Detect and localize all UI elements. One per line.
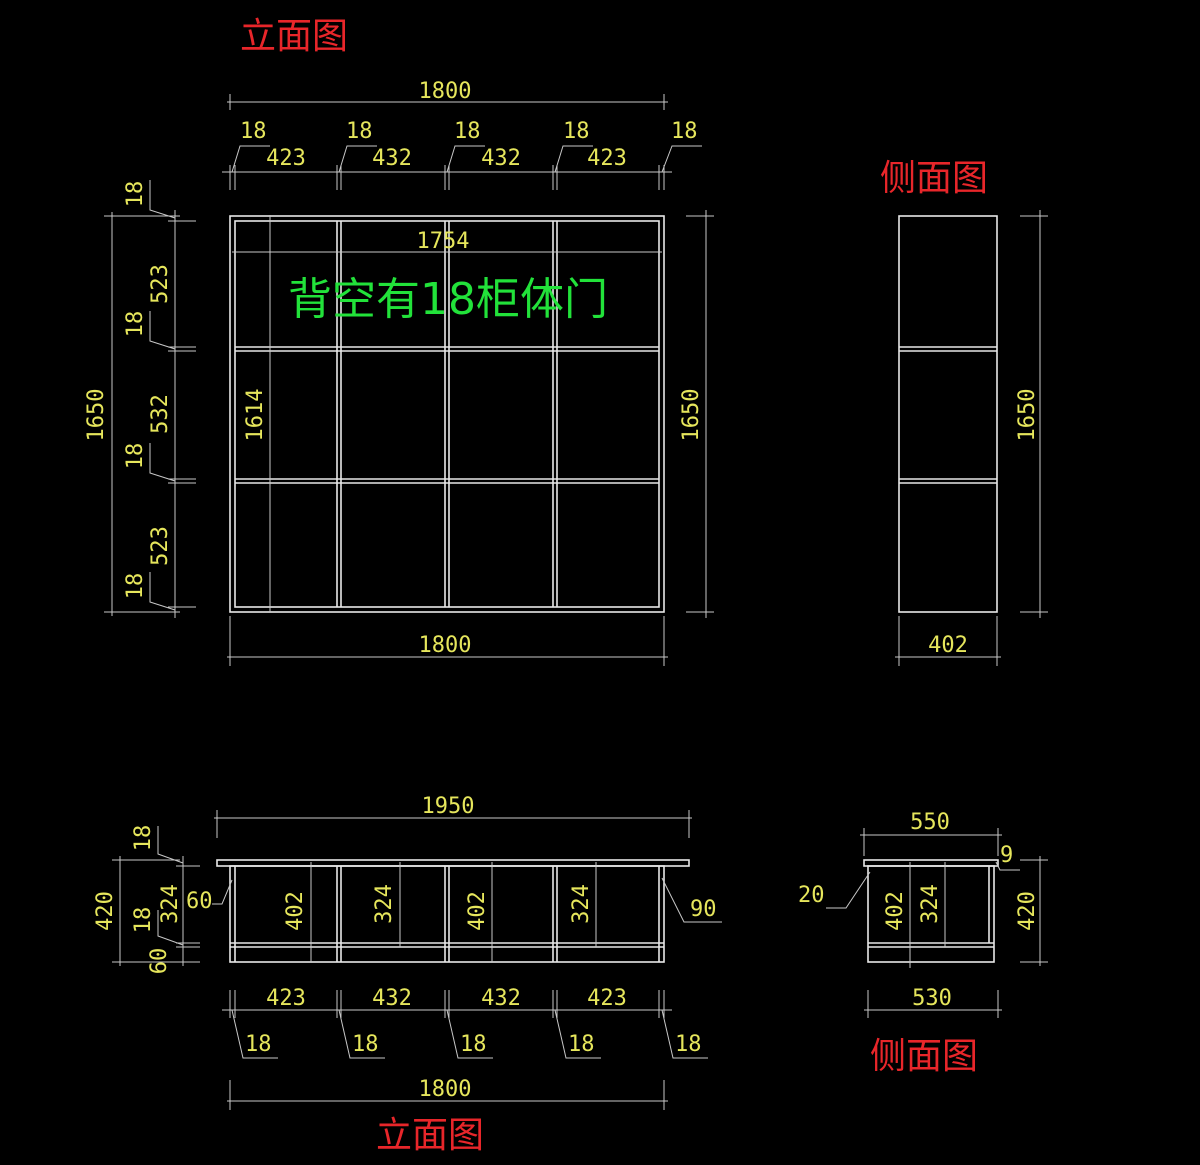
dim-left-7: 18 xyxy=(123,573,148,600)
front-view-title-top: 立面图 xyxy=(240,16,348,57)
dim-bay-top-4: 423 xyxy=(587,146,627,171)
dim-left-6: 523 xyxy=(148,526,173,566)
design-note: 背空有18柜体门 xyxy=(288,274,608,325)
dim-bay-top-1: 423 xyxy=(266,146,306,171)
upper-outer-frame xyxy=(229,215,665,613)
dim-lower-overall-height: 420 xyxy=(93,891,118,931)
dim-lower-bay-width-2: 432 xyxy=(372,986,412,1011)
dim-bay-top-3: 432 xyxy=(481,146,521,171)
dim-left-3: 18 xyxy=(123,311,148,338)
dim-board-top-1: 18 xyxy=(240,119,267,144)
dim-left-2: 523 xyxy=(148,264,173,304)
dim-lower-board-2: 18 xyxy=(352,1032,379,1057)
dim-lower-inner-height: 324 xyxy=(158,884,183,924)
upper-cabinet-front: 1800 18 18 18 18 18 423 432 432 423 1754… xyxy=(84,79,714,666)
dim-lower-side-overall-height: 420 xyxy=(1015,891,1040,931)
dim-left-5: 18 xyxy=(123,443,148,470)
dim-lower-recess-right: 90 xyxy=(690,897,717,922)
dim-lower-bay-height-4: 324 xyxy=(569,884,594,924)
upper-inner-frame xyxy=(234,220,660,608)
dim-lower-top-thickness: 18 xyxy=(131,825,156,852)
dim-lower-bottom-width: 1800 xyxy=(419,1077,472,1102)
dim-lower-bay-height-2: 324 xyxy=(372,884,397,924)
dim-lower-side-top-width: 550 xyxy=(910,810,950,835)
dim-board-top-4: 18 xyxy=(563,119,590,144)
dim-lower-side-front-offset: 20 xyxy=(798,883,825,908)
dim-board-top-5: 18 xyxy=(671,119,698,144)
side-view-title-top: 侧面图 xyxy=(880,158,988,199)
dim-side-height: 1650 xyxy=(1015,389,1040,442)
dim-overall-height-right: 1650 xyxy=(679,389,704,442)
lower-side-top xyxy=(863,859,999,867)
dim-left-4: 532 xyxy=(148,394,173,434)
dim-board-top-2: 18 xyxy=(346,119,373,144)
dim-lower-mid-thickness: 18 xyxy=(131,907,156,934)
front-view-title-bottom: 立面图 xyxy=(376,1115,484,1156)
dim-overall-width-top: 1800 xyxy=(419,79,472,104)
dim-lower-board-3: 18 xyxy=(460,1032,487,1057)
dim-lower-board-4: 18 xyxy=(568,1032,595,1057)
upper-side-frame xyxy=(898,215,998,613)
lower-outer-frame xyxy=(229,865,665,963)
dim-lower-board-5: 18 xyxy=(675,1032,702,1057)
lower-cabinet-front: 1950 420 18 324 18 60 60 90 402 324 402 … xyxy=(93,794,722,1110)
dim-board-top-3: 18 xyxy=(454,119,481,144)
upper-cabinet-side: 1650 402 xyxy=(895,210,1048,666)
dim-lower-side-height-2: 324 xyxy=(918,884,943,924)
dim-lower-bay-height-1: 402 xyxy=(283,891,308,931)
dim-lower-side-overhang: 9 xyxy=(1000,843,1013,868)
lower-cabinet-side: 550 9 20 402 324 420 530 xyxy=(798,810,1048,1018)
dim-overall-height-left: 1650 xyxy=(84,389,109,442)
dim-lower-side-bottom-width: 530 xyxy=(912,986,952,1011)
dim-lower-plinth: 60 xyxy=(147,948,172,975)
dim-left-1: 18 xyxy=(123,181,148,208)
dim-inner-height: 1614 xyxy=(243,389,268,442)
dim-lower-top-width: 1950 xyxy=(422,794,475,819)
lower-side-frame xyxy=(867,865,995,963)
dim-lower-side-height-1: 402 xyxy=(883,891,908,931)
dim-side-depth: 402 xyxy=(928,633,968,658)
dim-lower-bay-height-3: 402 xyxy=(465,891,490,931)
dim-bottom-width: 1800 xyxy=(419,633,472,658)
dim-lower-bay-width-4: 423 xyxy=(587,986,627,1011)
dim-inner-width: 1754 xyxy=(417,229,470,254)
dim-bay-top-2: 432 xyxy=(372,146,412,171)
dim-lower-bay-width-3: 432 xyxy=(481,986,521,1011)
lower-top-slab xyxy=(216,859,690,867)
dim-lower-board-1: 18 xyxy=(245,1032,272,1057)
dim-lower-recess-left: 60 xyxy=(186,889,213,914)
dim-lower-bay-width-1: 423 xyxy=(266,986,306,1011)
side-view-title-bottom: 侧面图 xyxy=(870,1036,978,1077)
